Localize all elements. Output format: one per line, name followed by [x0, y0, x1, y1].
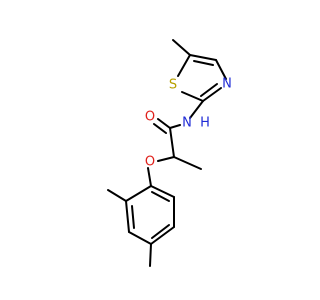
atom-label-amide-nitrogen: N [182, 116, 192, 131]
bond-c4-c5 [150, 226, 175, 245]
bond-c2-c3-inner [131, 205, 135, 229]
bond-c5-c4-double [193, 60, 214, 66]
molecule-structure: S N N H O O [107, 39, 232, 267]
bond-c6-c1 [150, 185, 175, 198]
bond-ch-methyl [173, 156, 202, 170]
bond-c5-s1 [177, 54, 191, 77]
atom-labels: S N N H O O [145, 77, 232, 170]
bond-c1-c2 [125, 185, 152, 202]
atom-label-thiazole-nitrogen: N [222, 77, 232, 92]
thiazole-ring [172, 39, 227, 102]
bond-c6-c1-inner [151, 191, 170, 202]
bond-oether-c1 [147, 167, 152, 187]
bond-c4-n3 [215, 59, 227, 80]
bond-c3-c4 [128, 231, 152, 245]
amide-group [153, 100, 204, 170]
bond-carbonyl-o-double [153, 123, 167, 134]
bond-c2-c3 [125, 200, 130, 233]
atom-label-carbonyl-oxygen: O [145, 110, 155, 125]
bond-ch-oether [157, 156, 175, 162]
bond-c4-methyl [149, 243, 152, 267]
bond-c5-methyl [172, 39, 191, 56]
dimethylphenyl-ring [107, 167, 175, 267]
atom-label-ether-oxygen: O [145, 155, 155, 170]
atom-label-sulfur: S [169, 78, 177, 93]
bond-c4-c5-inner [151, 224, 170, 239]
bond-n3-c2 [202, 87, 222, 102]
bond-c5-c4 [189, 54, 217, 61]
bond-nh-carbonyl [169, 124, 181, 129]
bond-carbonyl-o [157, 118, 171, 129]
atom-label-amide-hydrogen: H [200, 116, 210, 131]
bond-s1-c2 [181, 91, 204, 102]
bond-n3-c2-double [200, 83, 218, 97]
bond-c2-nh [189, 100, 204, 119]
bond-c2-methyl [107, 189, 127, 202]
bond-carbonyl-ch [169, 127, 175, 158]
